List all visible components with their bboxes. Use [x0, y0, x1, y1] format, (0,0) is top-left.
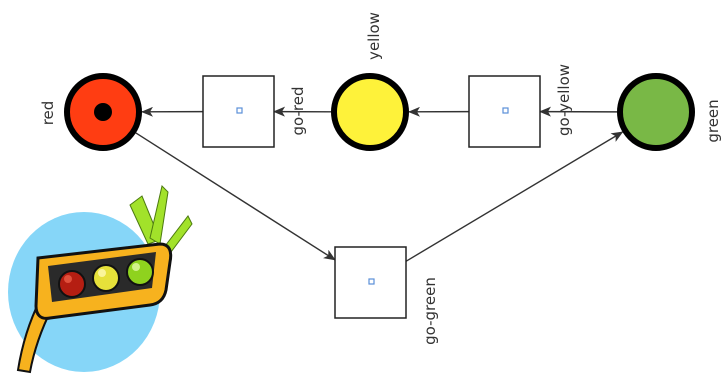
- transition-go-yellow[interactable]: go-yellow: [468, 64, 573, 148]
- place-yellow[interactable]: yellow: [331, 12, 409, 151]
- transition-marker: [368, 278, 375, 285]
- place-label-green: green: [704, 99, 722, 142]
- transition-label-go-red: go-red: [289, 87, 307, 136]
- transition-go-green[interactable]: go-green: [334, 246, 439, 345]
- transition-label-go-green: go-green: [421, 277, 439, 345]
- arcs-layer: [135, 106, 624, 262]
- place-label-yellow: yellow: [365, 12, 383, 60]
- transition-go-red[interactable]: go-red: [202, 75, 307, 148]
- transition-marker: [502, 107, 509, 114]
- token-dot: [94, 103, 112, 121]
- transition-label-go-yellow: go-yellow: [555, 64, 573, 136]
- traffic-light-clipart-icon: [8, 185, 193, 374]
- place-green[interactable]: green: [617, 73, 722, 151]
- place-label-red: red: [39, 101, 57, 126]
- arc-go-green-to-green: [405, 131, 624, 262]
- transition-marker: [236, 107, 243, 114]
- arc-red-to-go-green: [135, 132, 336, 261]
- place-red[interactable]: red: [39, 73, 142, 151]
